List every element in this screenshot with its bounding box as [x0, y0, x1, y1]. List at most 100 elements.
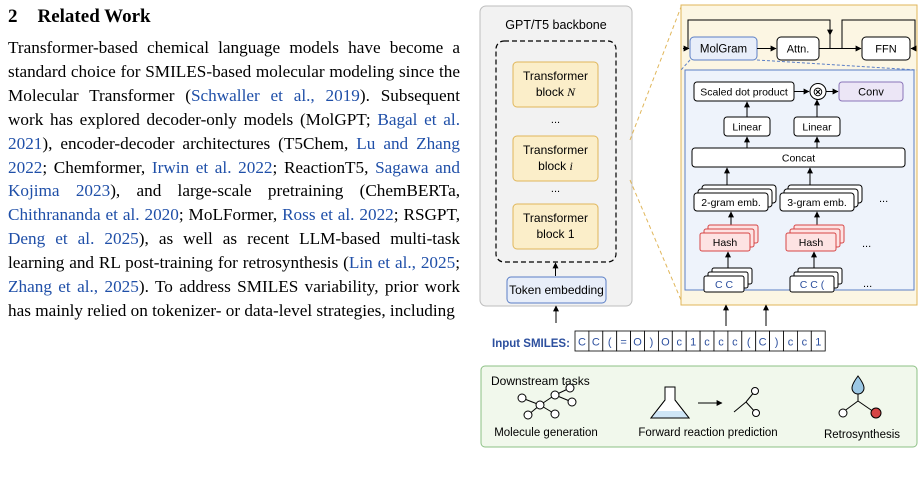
paragraph-text: ;: [455, 253, 460, 273]
concat-label: Concat: [782, 153, 815, 165]
citation-link[interactable]: Schwaller et al., 2019: [190, 85, 360, 105]
citation-link[interactable]: Deng et al. 2025: [8, 229, 139, 249]
smiles-token: c: [704, 337, 710, 349]
smiles-token: C: [759, 337, 767, 349]
related-work-paragraph: Transformer-based chemical language mode…: [8, 36, 460, 323]
citation-link[interactable]: Irwin et al. 2022: [151, 157, 273, 177]
token-embedding-label: Token embedding: [509, 283, 604, 297]
transformer-block-i: Transformer block i: [512, 135, 599, 182]
svg-text:...: ...: [879, 193, 888, 205]
ffn-box: [861, 36, 911, 61]
smiles-token: 1: [690, 337, 696, 349]
svg-text:Linear: Linear: [802, 122, 832, 134]
smiles-token: c: [732, 337, 738, 349]
svg-text:Transformer: Transformer: [523, 69, 588, 83]
smiles-token: O: [661, 337, 670, 349]
smiles-token: c: [677, 337, 683, 349]
task-retrosynthesis: Retrosynthesis: [824, 429, 900, 441]
smiles-token: c: [718, 337, 724, 349]
flask-icon: [649, 386, 691, 419]
hash-box-3gram: [785, 232, 837, 252]
svg-text:block N: block N: [536, 85, 576, 99]
block-ellipsis: ...: [551, 114, 560, 126]
token-embedding-box: [506, 276, 607, 304]
block-ellipsis: ...: [551, 183, 560, 195]
smiles-token: C: [592, 337, 600, 349]
hash-box-2gram: [699, 232, 751, 252]
svg-text:Linear: Linear: [732, 122, 762, 134]
3gram-emb-box: [779, 192, 855, 212]
paragraph-text: ; Chemformer,: [42, 157, 152, 177]
svg-text:block i: block i: [538, 159, 573, 173]
backbone-dashed-box: [495, 40, 617, 263]
smiles-token: c: [788, 337, 794, 349]
citation-link[interactable]: Sagawa and Kojima 2023: [8, 157, 460, 201]
ngram3-box: [789, 275, 835, 293]
smiles-token: c: [802, 337, 808, 349]
citation-link[interactable]: Lin et al., 2025: [348, 253, 456, 273]
citation-link[interactable]: Zhang et al., 2025: [8, 277, 139, 297]
text-column: 2 Related Work Transformer-based chemical…: [8, 6, 460, 323]
retrosynthesis-icon: [838, 375, 882, 419]
task-molecule-generation: Molecule generation: [494, 427, 598, 439]
paragraph-text: Transformer-based chemical language mode…: [8, 38, 460, 105]
smiles-token: ): [650, 337, 654, 349]
molecule-graph-icon: [517, 383, 577, 420]
attn-label: Attn.: [787, 44, 810, 56]
svg-text:⊗: ⊗: [813, 84, 824, 99]
paragraph-text: ), encoder-decoder architectures (T5Chem…: [42, 133, 357, 153]
section-number: 2: [8, 6, 18, 27]
backbone-title: GPT/T5 backbone: [505, 18, 606, 32]
paragraph-text: ), and large-scale pretraining (ChemBERT…: [110, 181, 460, 201]
citation-link[interactable]: Bagal et al. 2021: [8, 109, 460, 153]
smiles-token: (: [747, 337, 751, 349]
smiles-token-box: [810, 330, 826, 352]
2gram-emb-box: [693, 192, 769, 212]
svg-text:C C: C C: [715, 279, 734, 291]
svg-text:Transformer: Transformer: [523, 211, 588, 225]
svg-text:3-gram emb.: 3-gram emb.: [787, 197, 847, 209]
svg-text:...: ...: [862, 238, 871, 250]
task-forward-reaction: Forward reaction prediction: [638, 427, 777, 439]
section-title: Related Work: [37, 6, 151, 27]
smiles-token: C: [578, 337, 586, 349]
paragraph-text: ; MoLFormer,: [178, 205, 283, 225]
molgram-detail-box: [684, 69, 915, 291]
downstream-panel: [480, 365, 918, 448]
citation-link[interactable]: Chithrananda et al. 2020: [8, 205, 179, 225]
transformer-block-1: Transformer block 1: [512, 203, 599, 250]
svg-text:...: ...: [863, 278, 872, 290]
smiles-token: (: [608, 337, 612, 349]
scaled-dot-label: Scaled dot product: [700, 87, 788, 99]
smiles-token: =: [620, 337, 626, 349]
svg-text:Transformer: Transformer: [523, 143, 588, 157]
downstream-title: Downstream tasks: [491, 374, 590, 388]
ngram2-box: [703, 275, 745, 293]
transformer-block-n: Transformer block N: [512, 61, 599, 108]
paragraph-text: ), as well as recent LLM-based multi-tas…: [8, 229, 460, 273]
conv-box: [838, 81, 904, 102]
paragraph-text: ; RSGPT,: [393, 205, 460, 225]
product-molecule-icon: [733, 387, 760, 417]
svg-text:C C (: C C (: [800, 279, 825, 291]
svg-text:2-gram emb.: 2-gram emb.: [701, 197, 761, 209]
paragraph-text: ). To address SMILES variability, prior …: [8, 277, 461, 320]
conv-label: Conv: [858, 87, 884, 99]
citation-link[interactable]: Ross et al. 2022: [282, 205, 394, 225]
input-smiles-label: Input SMILES:: [492, 338, 570, 350]
smiles-token: ): [775, 337, 779, 349]
svg-text:Hash: Hash: [799, 237, 824, 249]
paragraph-text: ; ReactionT5,: [272, 157, 376, 177]
svg-text:block 1: block 1: [536, 227, 574, 241]
architecture-figure: GPT/T5 backbone Transformer block N ... …: [479, 4, 918, 448]
smiles-token: O: [633, 337, 642, 349]
citation-link[interactable]: Lu and Zhang 2022: [8, 133, 460, 177]
section-heading: 2 Related Work: [8, 6, 460, 28]
ffn-label: FFN: [875, 44, 896, 56]
svg-text:Hash: Hash: [713, 237, 738, 249]
concat-box: [691, 147, 906, 168]
molgram-label: MolGram: [700, 44, 747, 56]
paragraph-text: ). Subsequent work has explored decoder-…: [8, 85, 460, 129]
smiles-token: 1: [815, 337, 821, 349]
